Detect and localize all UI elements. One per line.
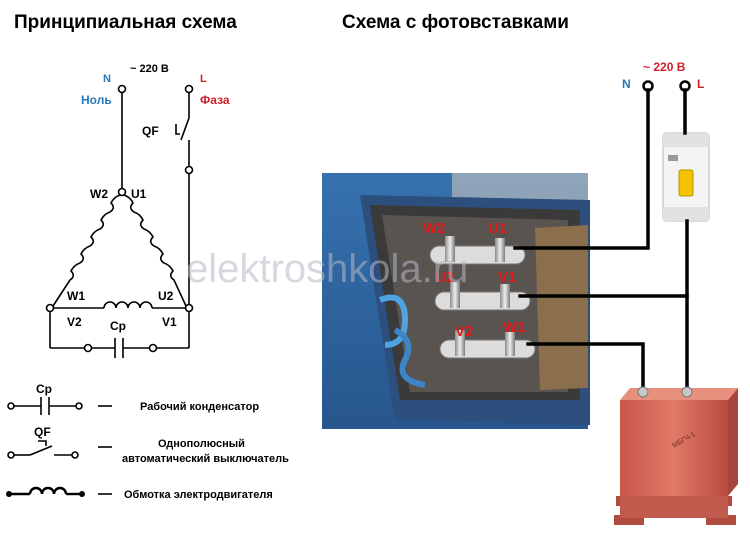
- terminal-v2-label: V2: [67, 315, 82, 329]
- winding-left: [52, 194, 121, 307]
- top-terminal: [117, 187, 127, 197]
- breaker-label: QF: [142, 124, 159, 138]
- photo-neutral-letter: N: [622, 77, 631, 91]
- photo-terminal-w2: W2: [423, 220, 446, 237]
- terminal-box-photo: W2 U1 U2 V1 V2 W1: [322, 173, 590, 429]
- capacitor-label: Cp: [110, 319, 126, 333]
- photo-terminal-u2: U2: [435, 269, 454, 286]
- terminal-w2-label: W2: [90, 187, 108, 201]
- phase-label: Фаза: [200, 93, 230, 107]
- right-bottom-terminal: [184, 303, 194, 313]
- schematic: ~ 220 В N L Ноль Фаза QF: [45, 63, 230, 358]
- terminal-u2-label: U2: [158, 289, 174, 303]
- left-title: Принципиальная схема: [14, 12, 237, 33]
- supply-voltage-label: ~ 220 В: [130, 63, 169, 75]
- left-bottom-terminal: [45, 303, 55, 313]
- breaker-switch: [180, 117, 190, 141]
- legend-winding-desc: Обмотка электродвигателя: [124, 489, 273, 501]
- legend-breaker-desc-1: Однополюсный: [158, 438, 245, 450]
- neutral-letter: N: [103, 73, 111, 85]
- legend: Cp Рабочий конденсатор QF Однополюсный а…: [6, 382, 289, 501]
- phase-breaker-terminal: [184, 165, 194, 175]
- winding-right: [123, 194, 187, 307]
- photo-terminal-v1: V1: [498, 269, 516, 286]
- terminal-u1-label: U1: [131, 187, 147, 201]
- photo-terminal-u1: U1: [488, 220, 507, 237]
- terminal-w1-label: W1: [67, 289, 85, 303]
- legend-capacitor-symbol-label: Cp: [36, 382, 52, 396]
- photo-terminal-w1: W1: [503, 319, 526, 336]
- winding-bottom: [103, 301, 153, 309]
- photo-supply-voltage: ~ 220 В: [643, 60, 686, 74]
- neutral-label: Ноль: [81, 93, 112, 107]
- watermark: elektroshkola.ru: [186, 247, 468, 291]
- phase-letter: L: [200, 73, 207, 85]
- right-title: Схема с фотовставками: [342, 12, 569, 33]
- phase-terminal: [184, 84, 194, 94]
- legend-breaker-symbol-label: QF: [34, 425, 51, 439]
- photo-phase-letter: L: [697, 77, 704, 91]
- neutral-terminal: [117, 84, 127, 94]
- legend-breaker-desc-2: автоматический выключатель: [122, 453, 289, 465]
- photo-wiring: ~ 220 В N L: [513, 60, 738, 525]
- terminal-v1-label: V1: [162, 315, 177, 329]
- photo-terminal-v2: V2: [455, 323, 473, 340]
- photo-breaker: [662, 132, 710, 222]
- legend-capacitor-desc: Рабочий конденсатор: [140, 401, 259, 413]
- photo-capacitor: МБГЧ-1: [614, 386, 738, 525]
